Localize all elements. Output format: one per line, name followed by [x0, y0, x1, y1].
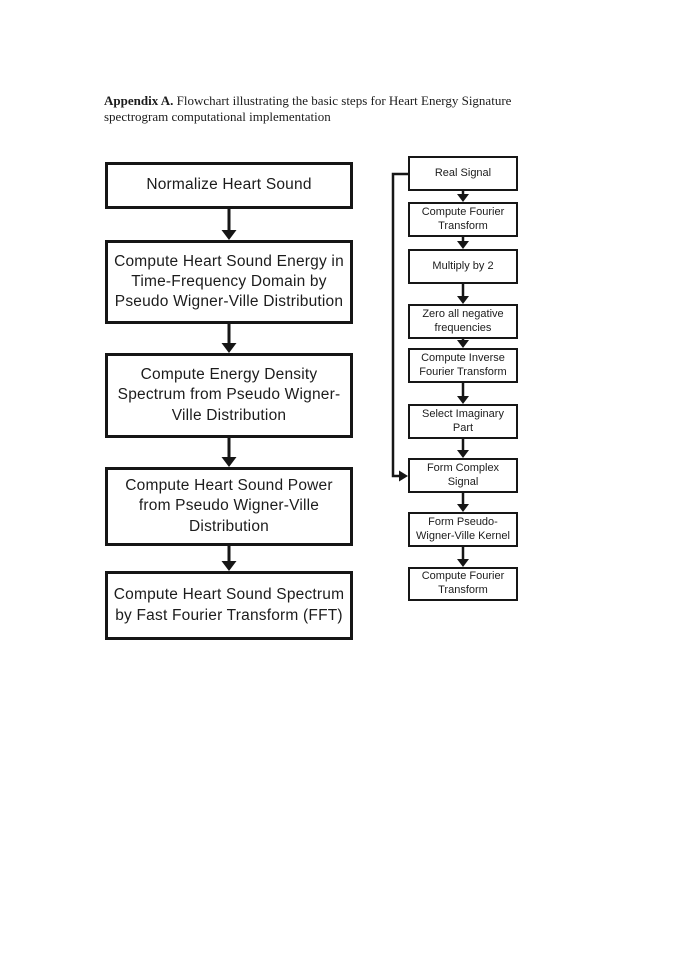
- arrow-complex-to-kernel: [457, 493, 469, 512]
- flow-node-compute-fourier-transform-2: Compute Fourier Transform: [408, 567, 518, 601]
- flow-node-compute-energy-density-spectrum: Compute Energy Density Spectrum from Pse…: [105, 353, 353, 438]
- arrow-power-to-spectrum: [221, 546, 237, 571]
- arrow-normalize-to-energy: [221, 209, 237, 240]
- arrow-energy-to-density: [221, 324, 237, 353]
- flow-node-real-signal: Real Signal: [408, 156, 518, 191]
- flow-node-compute-heart-sound-energy: Compute Heart Sound Energy in Time-Frequ…: [105, 240, 353, 324]
- flow-node-normalize-heart-sound: Normalize Heart Sound: [105, 162, 353, 209]
- flow-node-compute-heart-sound-power: Compute Heart Sound Power from Pseudo Wi…: [105, 467, 353, 546]
- appendix-caption: Appendix A. Flowchart illustrating the b…: [104, 93, 574, 126]
- flow-node-compute-heart-sound-spectrum: Compute Heart Sound Spectrum by Fast Fou…: [105, 571, 353, 640]
- arrow-imaginary-to-complex: [457, 439, 469, 458]
- flow-node-form-complex-signal: Form Complex Signal: [408, 458, 518, 493]
- flow-node-form-pseudo-wigner-ville-kernel: Form Pseudo- Wigner-Ville Kernel: [408, 512, 518, 547]
- flow-node-multiply-by-2: Multiply by 2: [408, 249, 518, 284]
- flow-node-zero-negative-frequencies: Zero all negative frequencies: [408, 304, 518, 339]
- appendix-caption-text: Flowchart illustrating the basic steps f…: [104, 93, 512, 125]
- flow-node-select-imaginary-part: Select Imaginary Part: [408, 404, 518, 439]
- arrow-density-to-power: [221, 438, 237, 467]
- arrow-kernel-to-fourier2: [457, 547, 469, 567]
- arrow-fourier-to-multiply: [457, 237, 469, 249]
- appendix-caption-label: Appendix A.: [104, 93, 174, 108]
- arrow-zero-to-inverse: [457, 339, 469, 348]
- arrow-real-to-fourier: [457, 191, 469, 202]
- arrow-inverse-to-imaginary: [457, 383, 469, 404]
- bypass-real-to-complex: [391, 172, 408, 482]
- flow-node-compute-fourier-transform: Compute Fourier Transform: [408, 202, 518, 237]
- flow-node-compute-inverse-fourier-transform: Compute Inverse Fourier Transform: [408, 348, 518, 383]
- arrow-multiply-to-zero: [457, 284, 469, 304]
